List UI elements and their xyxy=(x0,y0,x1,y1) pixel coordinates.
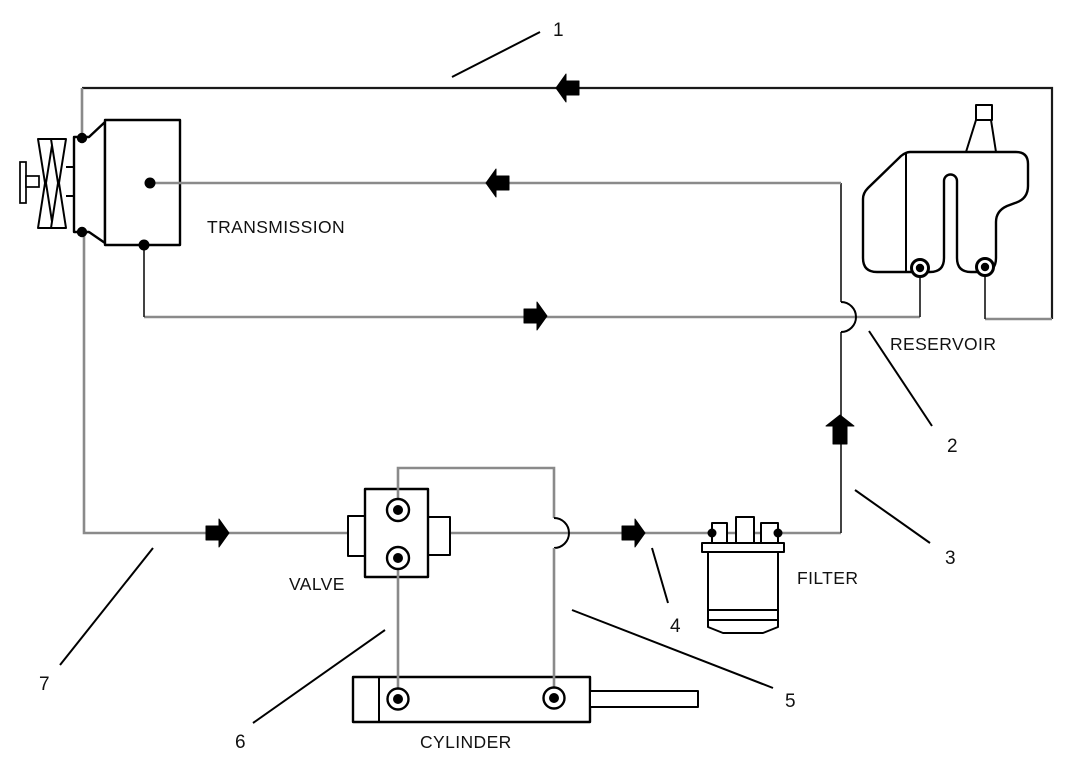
flow-arrow-left-mid-icon xyxy=(485,168,510,198)
callout-7: 7 xyxy=(39,547,154,695)
callout-6: 6 xyxy=(235,629,386,753)
callout-1: 1 xyxy=(451,20,564,78)
flow-arrow-left-top-icon xyxy=(555,73,580,103)
reservoir xyxy=(861,104,1030,319)
hose-crossover-hop-riser xyxy=(840,301,857,333)
hose-crossover-hop-valve xyxy=(553,517,570,549)
filter-canister xyxy=(707,551,779,611)
callout-2: 2 xyxy=(868,330,958,457)
pulley-bracket-lines xyxy=(66,166,74,197)
callout-5-number: 5 xyxy=(785,691,796,712)
transmission-port-center xyxy=(144,177,156,189)
hose-transmission-to-valve-filter xyxy=(82,234,841,535)
callout-4-number: 4 xyxy=(670,616,681,637)
filter-label: FILTER xyxy=(797,568,858,588)
cylinder-port-left xyxy=(393,694,403,704)
reservoir-filler-neck xyxy=(965,119,997,153)
hose-reservoir-supply-top-run xyxy=(82,86,1054,319)
valve-port-top xyxy=(393,505,403,515)
cylinder-rod xyxy=(589,690,699,708)
filter-port-right xyxy=(773,528,783,538)
filter xyxy=(701,516,785,634)
flow-arrow-right-pump-icon xyxy=(205,518,230,548)
hose-valve-to-cylinder-right-upper xyxy=(396,466,556,518)
pulley-shaft-end-plate xyxy=(19,161,27,204)
callout-7-leader xyxy=(59,547,154,666)
callout-1-leader xyxy=(451,31,541,78)
transmission-port-lower-left xyxy=(76,226,88,238)
callout-6-leader xyxy=(252,629,386,724)
flow-arrow-right-filter-icon xyxy=(621,518,646,548)
valve xyxy=(347,487,451,579)
cylinder-port-right xyxy=(549,693,559,703)
pulley-sheave-left xyxy=(37,138,54,229)
callout-5: 5 xyxy=(571,609,796,712)
transmission-label: TRANSMISSION xyxy=(207,217,345,237)
callout-2-leader xyxy=(868,330,933,427)
flow-arrow-right-return-icon xyxy=(523,301,548,331)
callout-4-leader xyxy=(651,547,669,604)
valve-tab-left xyxy=(347,515,366,557)
valve-port-bottom xyxy=(393,553,403,563)
flow-arrow-up-riser-icon xyxy=(825,414,855,445)
filter-port-left xyxy=(707,528,717,538)
reservoir-filler-cap xyxy=(975,104,993,121)
callout-7-number: 7 xyxy=(39,674,50,695)
reservoir-port-right xyxy=(980,262,990,272)
callout-6-number: 6 xyxy=(235,732,246,753)
reservoir-label: RESERVOIR xyxy=(890,334,996,354)
callout-3: 3 xyxy=(854,489,956,569)
filter-flange xyxy=(701,542,785,553)
transmission-port-bottom xyxy=(138,239,150,251)
valve-label: VALVE xyxy=(289,574,345,594)
cylinder-label: CYLINDER xyxy=(420,732,512,752)
valve-tab-right xyxy=(427,516,451,556)
filter-bottom-cap xyxy=(707,619,779,634)
pulley-sheave-right xyxy=(50,138,67,229)
callout-2-number: 2 xyxy=(947,436,958,457)
callout-3-number: 3 xyxy=(945,548,956,569)
callout-3-leader xyxy=(854,489,931,544)
transmission-port-top xyxy=(76,132,88,144)
callout-1-number: 1 xyxy=(553,20,564,41)
callout-5-leader xyxy=(571,609,774,689)
reservoir-tank xyxy=(861,150,1030,274)
filter-band xyxy=(707,609,779,621)
filter-fin-center xyxy=(735,516,755,544)
callout-4: 4 xyxy=(651,547,681,637)
pulley-shaft xyxy=(25,175,40,188)
reservoir-port-left xyxy=(915,263,925,273)
